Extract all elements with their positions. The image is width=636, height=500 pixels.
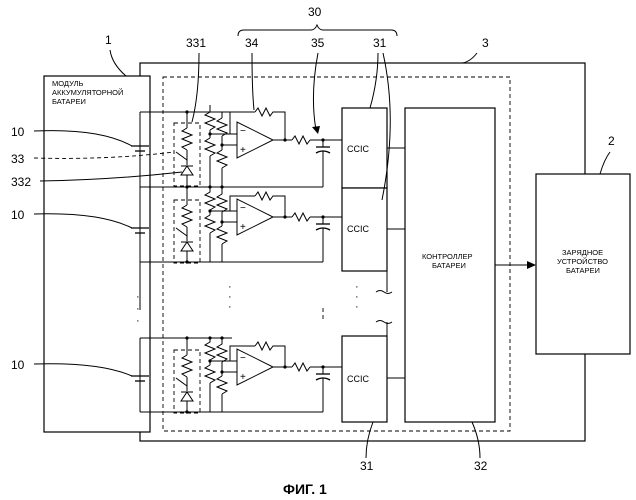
- cell-stack-break-dots: ·: [136, 291, 140, 303]
- cell-stack-break-dots-3: ·: [136, 315, 140, 327]
- ref-10-a: 10: [11, 125, 25, 139]
- ref-32: 32: [474, 459, 488, 473]
- ccic-break-mark: [376, 291, 392, 294]
- module-label-line2: АККУМУЛЯТОРНОЙ: [52, 88, 123, 97]
- leader-3: [462, 53, 477, 63]
- ref-2: 2: [608, 134, 615, 148]
- svg-text:−: −: [240, 126, 246, 137]
- svg-text:−: −: [240, 353, 246, 364]
- charger-label-line3: БАТАРЕИ: [566, 266, 600, 275]
- charger-label-line1: ЗАРЯДНОЕ: [562, 248, 603, 257]
- leader-32: [472, 422, 480, 458]
- ref-10-c: 10: [11, 358, 25, 372]
- leader-31-a: [370, 53, 378, 108]
- ref-3: 3: [482, 36, 489, 50]
- arrowhead: [527, 261, 536, 269]
- controller-label-line1: КОНТРОЛЛЕР: [422, 252, 473, 261]
- cell-stack-break-dots-2: ·: [136, 303, 140, 315]
- svg-text:−: −: [240, 203, 246, 214]
- channel-ellipsis-right-3: ·: [355, 301, 359, 313]
- ccic-label-2: CCIC: [347, 224, 369, 234]
- ref-331: 331: [186, 36, 206, 50]
- ref-31-bottom: 31: [360, 459, 374, 473]
- arrowhead-35: [312, 126, 320, 134]
- leader-31-bottom: [366, 422, 373, 458]
- ref-35: 35: [311, 36, 325, 50]
- ccic-label-3: CCIC: [347, 374, 369, 384]
- ref-10-b: 10: [11, 208, 25, 222]
- ref-33: 33: [11, 152, 25, 166]
- battery-module-box: [44, 76, 150, 432]
- svg-text:+: +: [240, 372, 246, 383]
- leader-35: [313, 53, 318, 130]
- ref-332: 332: [11, 175, 31, 189]
- module-label-line1: МОДУЛЬ: [52, 79, 84, 88]
- ccic-break-mark: [376, 321, 392, 324]
- ref-34: 34: [245, 36, 259, 50]
- svg-text:+: +: [240, 145, 246, 156]
- svg-text:+: +: [240, 222, 246, 233]
- ref-30: 30: [308, 5, 322, 19]
- charger-label-line2: УСТРОЙСТВО: [557, 257, 608, 266]
- leader-34: [252, 53, 254, 110]
- ref-1: 1: [105, 33, 112, 47]
- channel-2: − +: [174, 185, 342, 263]
- leader-2: [600, 152, 610, 174]
- controller-label-line2: БАТАРЕИ: [432, 261, 466, 270]
- module-label-line3: БАТАРЕИ: [52, 97, 86, 106]
- ref-31-top: 31: [373, 36, 387, 50]
- channel-3: − +: [174, 336, 342, 413]
- leader-1: [110, 50, 126, 76]
- brace-30: [238, 25, 397, 36]
- ccic-label-1: CCIC: [347, 144, 369, 154]
- channel-1: − +: [174, 105, 342, 189]
- figure-caption: ФИГ. 1: [283, 481, 327, 497]
- channel-ellipsis-left-3: ·: [228, 301, 232, 313]
